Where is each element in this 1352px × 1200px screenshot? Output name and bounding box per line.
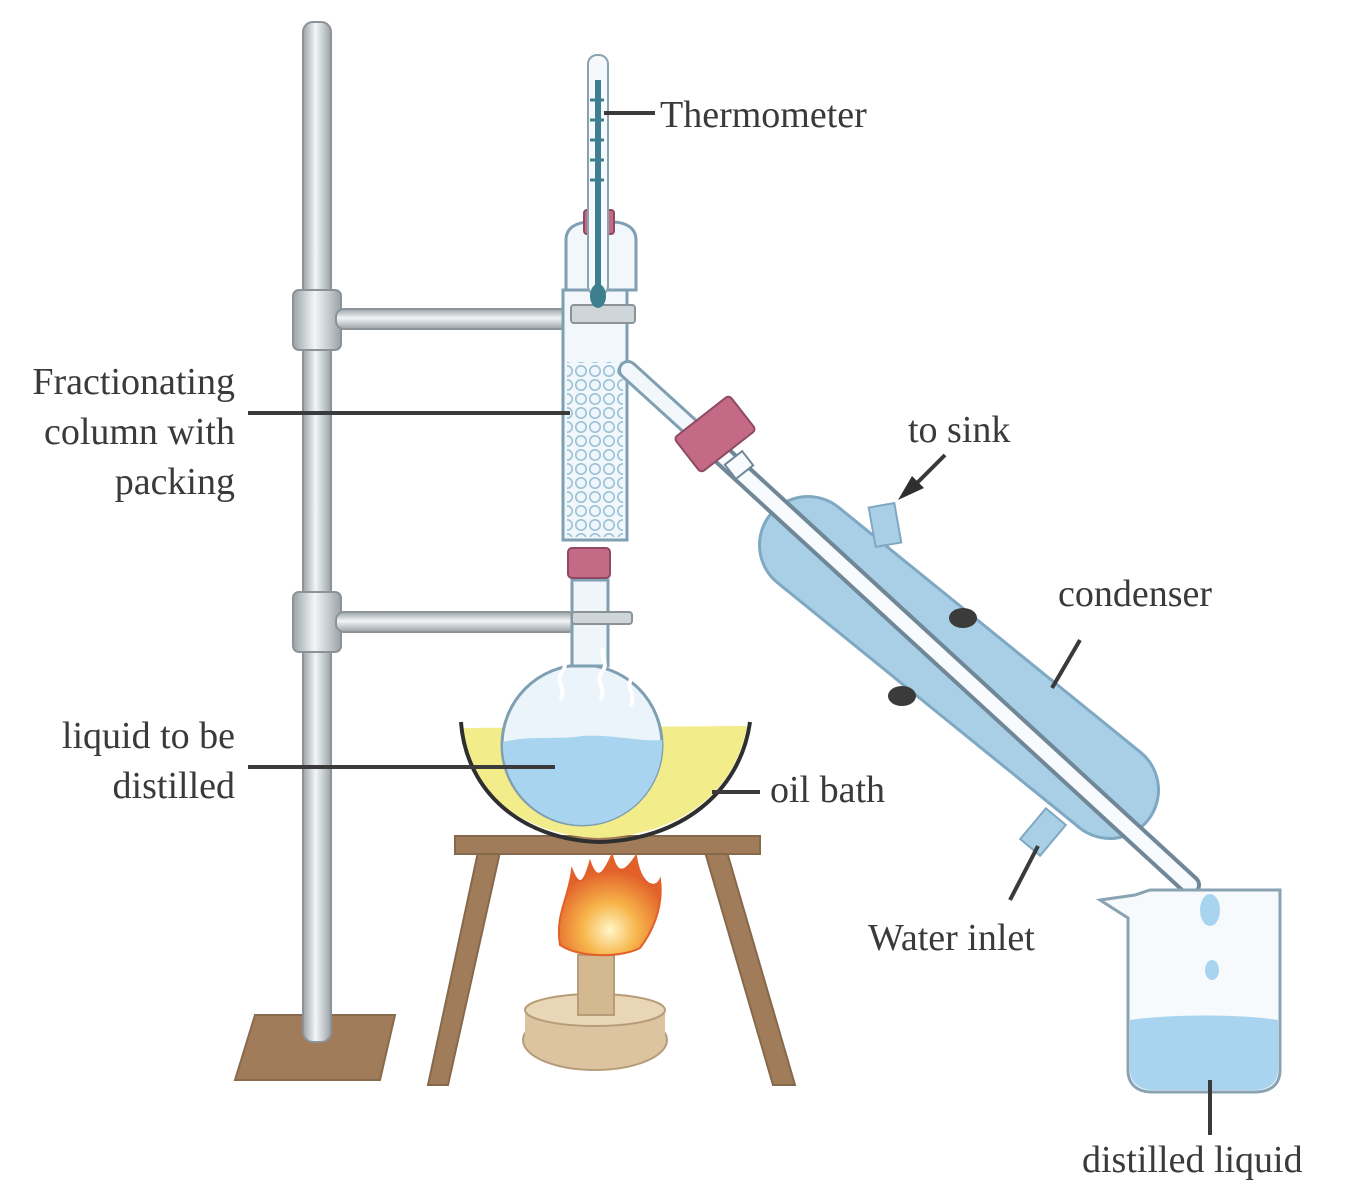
upper-clamp-boss (292, 289, 342, 351)
label-distilled-liquid: distilled liquid (1082, 1139, 1303, 1181)
round-bottom-flask (500, 547, 664, 827)
upper-clamp-arm (335, 308, 577, 330)
label-column-line1: Fractionating (32, 361, 235, 403)
label-liquid-line1: liquid to be (62, 715, 235, 757)
label-condenser: condenser (1058, 573, 1212, 615)
flame (557, 851, 662, 957)
receiving-beaker (1095, 888, 1282, 1094)
label-to-sink: to sink (908, 409, 1010, 451)
label-thermometer: Thermometer (660, 94, 867, 136)
flask-stopper (567, 547, 611, 579)
stand-base (233, 1014, 397, 1081)
label-liquid-line2: distilled (113, 765, 235, 807)
retort-stand (233, 21, 577, 1081)
label-water-inlet: Water inlet (868, 917, 1035, 959)
bunsen-burner (522, 851, 668, 1071)
tripod-top (454, 835, 761, 855)
label-column-line2: column with (44, 411, 235, 453)
lower-clamp-boss (292, 591, 342, 653)
stand-rod (302, 21, 332, 1043)
leader-lines (248, 111, 1212, 1135)
condenser (674, 395, 1201, 896)
label-column-line3: packing (115, 461, 235, 503)
adapter-stopper (674, 395, 756, 473)
lower-clamp-arm (335, 611, 577, 633)
labels: Thermometer Fractionating column with pa… (32, 94, 1302, 1181)
tripod (426, 835, 797, 1086)
label-oil-bath: oil bath (770, 769, 885, 811)
thermometer (587, 54, 609, 308)
